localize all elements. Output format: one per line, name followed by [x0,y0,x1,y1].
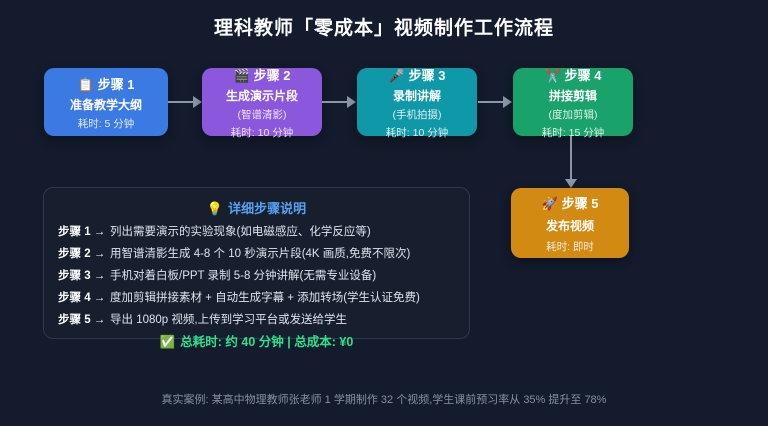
arrow-down-icon [565,136,577,188]
scissors-icon: ✂️ [544,67,561,83]
step-1-time: 耗时: 5 分钟 [77,117,135,130]
microphone-icon: 🎤 [388,67,405,83]
step-3-name: 录制讲解 [392,88,441,103]
step-4-tool: (度加剪辑) [548,108,598,121]
step-5-header: 🚀步骤 5 [511,193,629,212]
detail-row-label: 步骤 3 → [58,270,106,282]
step-4-header: ✂️步骤 4 [513,65,633,84]
arrow-head [347,96,356,108]
detail-row-3: 步骤 3 → 手机对着白板/PPT 录制 5-8 分钟讲解(无需专业设备) [58,270,455,283]
step-2-time: 耗时: 10 分钟 [230,126,294,139]
step-3-label: 步骤 3 [408,67,446,83]
step-4-card: ✂️步骤 4 拼接剪辑 (度加剪辑) 耗时: 15 分钟 [513,65,633,139]
step-4-name: 拼接剪辑 [548,88,597,103]
step-4-label: 步骤 4 [564,67,602,83]
step-2-header: 🎬步骤 2 [202,65,322,84]
detail-row-text: 度加剪辑拼接素材 + 自动生成字幕 + 添加转场(学生认证免费) [110,292,420,304]
detail-row-2: 步骤 2 → 用智谱清影生成 4-8 个 10 秒演示片段(4K 画质,免费不限… [58,248,455,261]
arrow-head [565,179,577,188]
detail-row-label: 步骤 2 → [58,248,106,260]
step-5-card: 🚀步骤 5 发布视频 耗时: 即时 [511,188,629,258]
step-3-header: 🎤步骤 3 [357,65,477,84]
detail-row-label: 步骤 5 → [58,314,106,326]
details-panel-title: 💡 详细步骤说明 [58,198,455,217]
details-panel-title-text: 详细步骤说明 [228,201,307,216]
arrow-shaft [322,101,347,103]
detail-row-label: 步骤 4 → [58,292,106,304]
arrow-right-icon [322,96,356,108]
detail-row-text: 导出 1080p 视频,上传到学习平台或发送给学生 [110,314,348,326]
detail-row-1: 步骤 1 → 列出需要演示的实验现象(如电磁感应、化学反应等) [58,226,455,239]
step-1-card: 📋步骤 1 准备教学大纲 耗时: 5 分钟 [44,68,168,136]
step-2-tool: (智谱清影) [237,108,287,121]
totals-summary: ✅ 总耗时: 约 40 分钟 | 总成本: ¥0 [58,331,455,350]
arrow-right-icon [478,96,512,108]
arrow-right-icon [168,96,202,108]
clipboard-icon: 📋 [77,76,94,92]
step-3-time: 耗时: 10 分钟 [385,126,449,139]
detail-row-4: 步骤 4 → 度加剪辑拼接素材 + 自动生成字幕 + 添加转场(学生认证免费) [58,292,455,305]
arrow-shaft [570,136,572,179]
lightbulb-icon: 💡 [206,201,224,216]
check-icon: ✅ [159,335,176,349]
step-4-time: 耗时: 15 分钟 [541,126,605,139]
arrow-head [193,96,202,108]
case-study-caption: 真实案例: 某高中物理教师张老师 1 学期制作 32 个视频,学生课前预习率从 … [161,394,607,406]
arrow-shaft [168,101,193,103]
detail-row-text: 列出需要演示的实验现象(如电磁感应、化学反应等) [110,226,371,238]
step-1-header: 📋步骤 1 [44,74,168,93]
details-panel: 💡详细步骤说明 步骤 1 → 列出需要演示的实验现象(如电磁感应、化学反应等) … [43,187,470,349]
step-2-label: 步骤 2 [253,67,291,83]
detail-row-text: 用智谱清影生成 4-8 个 10 秒演示片段(4K 画质,免费不限次) [110,248,411,260]
step-2-card: 🎬步骤 2 生成演示片段 (智谱清影) 耗时: 10 分钟 [202,65,322,139]
detail-row-label: 步骤 1 → [58,226,106,238]
totals-summary-text: 总耗时: 约 40 分钟 | 总成本: ¥0 [180,335,354,349]
step-1-name: 准备教学大纲 [69,97,142,112]
step-5-time: 耗时: 即时 [546,240,594,253]
rocket-icon: 🚀 [541,195,558,211]
arrow-shaft [478,101,503,103]
arrow-head [503,96,512,108]
step-1-label: 步骤 1 [97,76,135,92]
page-title: 理科教师「零成本」视频制作工作流程 [213,18,554,39]
clapperboard-icon: 🎬 [233,67,250,83]
detail-row-text: 手机对着白板/PPT 录制 5-8 分钟讲解(无需专业设备) [110,270,377,282]
step-3-card: 🎤步骤 3 录制讲解 (手机拍摄) 耗时: 10 分钟 [357,65,477,139]
step-5-label: 步骤 5 [561,195,599,211]
step-5-name: 发布视频 [545,218,594,233]
step-3-tool: (手机拍摄) [392,108,442,121]
detail-row-5: 步骤 5 → 导出 1080p 视频,上传到学习平台或发送给学生 [58,314,455,327]
step-2-name: 生成演示片段 [225,88,298,103]
